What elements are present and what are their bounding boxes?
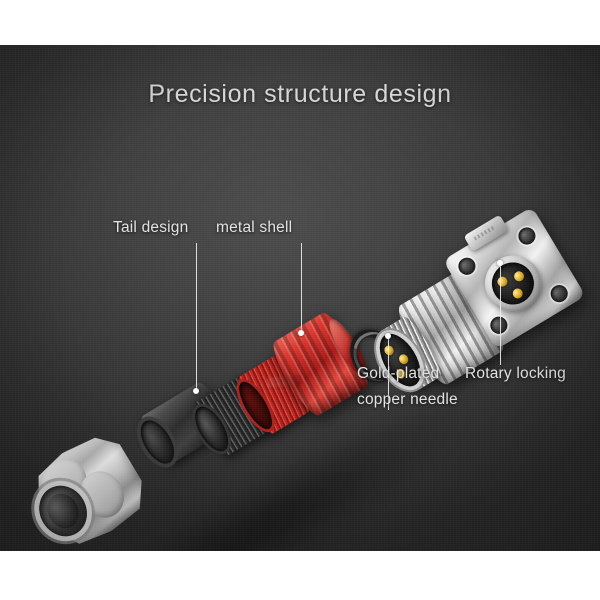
page-title: Precision structure design [148,80,452,108]
leader-dot-metal-shell [298,330,304,336]
leader-dot-rotary-locking [497,260,503,266]
leader-dot-gold-plated-needle [385,333,391,339]
leader-dot-tail-design [193,388,199,394]
callout-label-metal-shell: metal shell [216,219,293,236]
callout-label-rotary-locking: Rotary locking [465,365,567,382]
leader-line-tail-design [196,243,198,391]
photo-panel: Precision structure design [0,45,600,551]
callout-label-gold-plated-needle-line2: copper needle [357,391,458,408]
leader-line-metal-shell [301,243,303,333]
leader-line-gold-plated-needle [388,338,390,410]
callout-label-gold-plated-needle-line1: Gold-plated [357,365,440,382]
leader-line-rotary-locking [500,265,502,365]
callout-label-tail-design: Tail design [113,219,189,236]
